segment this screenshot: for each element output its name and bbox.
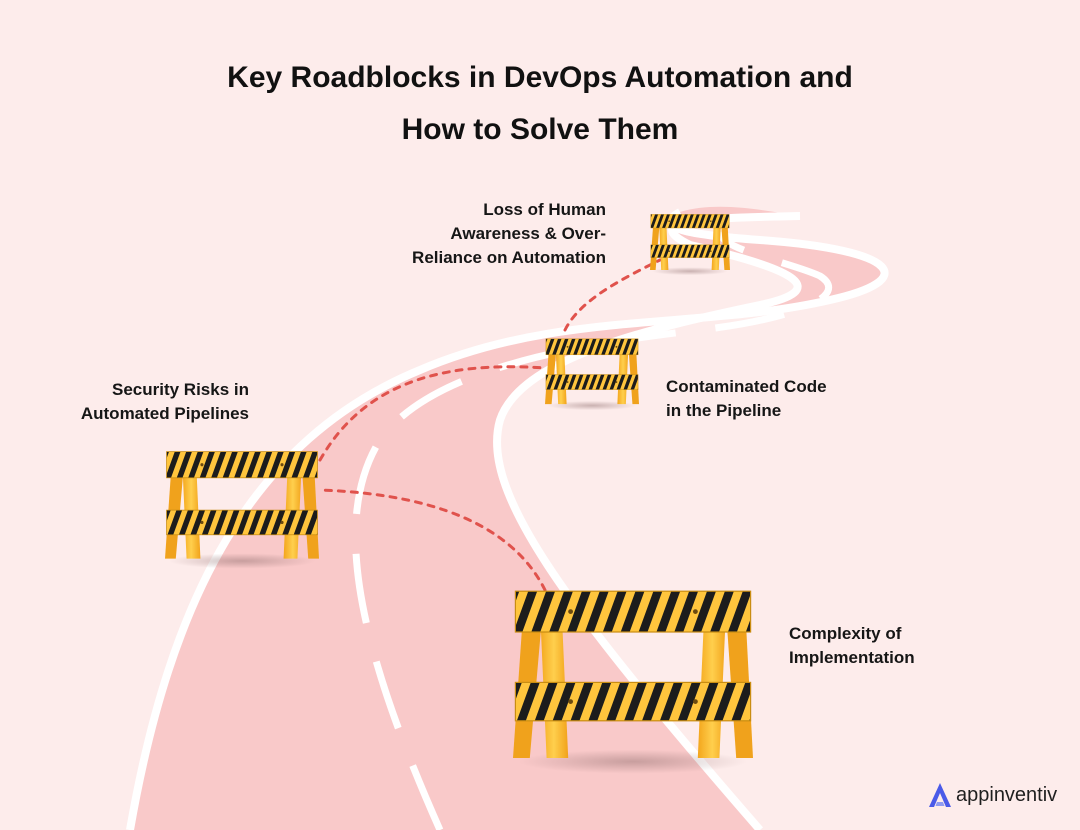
road	[130, 206, 885, 830]
appinventiv-logo-icon	[929, 783, 951, 807]
roadblock-label-loss-of-awareness: Loss of Human Awareness & Over- Reliance…	[380, 198, 606, 270]
title-line-2: How to Solve Them	[401, 113, 679, 146]
brand-name: appinventiv	[956, 783, 1058, 806]
roadblock-label-contaminated-code: Contaminated Code in the Pipeline	[666, 375, 886, 423]
label-line: Loss of Human	[483, 200, 606, 219]
label-line: Awareness & Over-	[450, 224, 606, 243]
barricade-4	[649, 214, 731, 276]
label-line: Reliance on Automation	[412, 248, 606, 267]
label-line: Security Risks in	[111, 380, 249, 399]
road-edge-right	[493, 212, 802, 830]
barricade-3	[544, 338, 640, 411]
brand-logo: appinventiv	[928, 780, 1057, 810]
title-line-1: Key Roadblocks in DevOps Automation and	[227, 61, 853, 94]
roadblock-label-security-risks: Security Risks in Automated Pipelines	[40, 378, 249, 426]
roadblock-label-complexity: Complexity of Implementation	[789, 622, 989, 670]
label-line: Implementation	[789, 648, 915, 667]
label-line: Complexity of	[789, 624, 902, 643]
page-title: Key Roadblocks in DevOps Automation and …	[0, 52, 1080, 156]
label-line: Automated Pipelines	[80, 404, 249, 423]
road-center-line	[352, 230, 833, 830]
dotted-path	[318, 258, 662, 592]
label-line: in the Pipeline	[666, 401, 782, 420]
label-line: Contaminated Code	[666, 377, 827, 396]
